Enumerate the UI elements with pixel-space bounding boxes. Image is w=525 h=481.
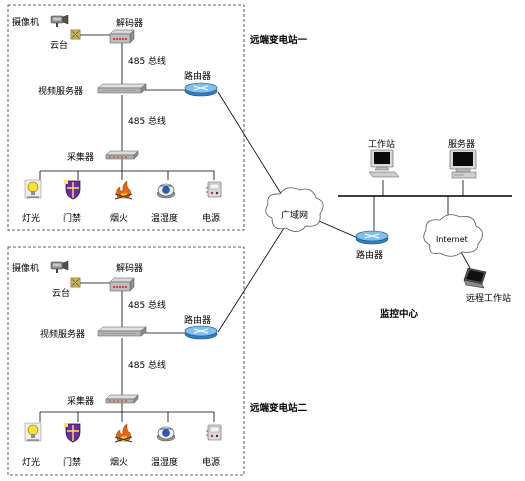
station-one-title: 远端变电站一 xyxy=(250,34,308,46)
bus-label-top: 485 总线 xyxy=(128,299,166,311)
collector-hub-icon xyxy=(105,394,139,404)
pan-tilt-icon xyxy=(70,277,81,288)
internet-cloud-icon xyxy=(423,214,483,257)
device-label-fire: 烟火 xyxy=(110,456,128,468)
remote-workstation-label: 远程工作站 xyxy=(466,292,511,304)
camera-icon xyxy=(50,14,69,28)
device-label-lamp: 灯光 xyxy=(22,212,40,224)
collector-hub-icon xyxy=(105,150,139,160)
fire-icon xyxy=(114,180,133,200)
pan-tilt-icon xyxy=(70,29,81,40)
pan-tilt-label: 云台 xyxy=(50,39,68,51)
router-icon xyxy=(184,82,218,97)
bus-label-mid: 485 总线 xyxy=(128,359,166,371)
hygrometer-icon xyxy=(156,426,176,442)
collector-label: 采集器 xyxy=(67,395,94,407)
router-label: 路由器 xyxy=(184,314,211,326)
access-shield-icon xyxy=(63,422,81,443)
monitoring-center-title: 监控中心 xyxy=(380,308,419,320)
workstation-label: 工作站 xyxy=(368,138,395,150)
device-label-temp-humidity: 温湿度 xyxy=(151,212,178,224)
device-label-access: 门禁 xyxy=(63,212,81,224)
lamp-icon xyxy=(24,179,42,199)
wan-label: 广域网 xyxy=(281,209,308,221)
bus-label-mid: 485 总线 xyxy=(128,115,166,127)
station-one-boundary xyxy=(7,4,245,231)
decoder-icon xyxy=(109,29,135,44)
camera-icon xyxy=(50,260,69,274)
laptop-icon xyxy=(463,267,487,289)
device-label-access: 门禁 xyxy=(63,456,81,468)
workstation-icon xyxy=(368,149,400,178)
video-server-icon xyxy=(97,83,147,94)
router-icon xyxy=(184,325,218,340)
device-label-temp-humidity: 温湿度 xyxy=(151,456,178,468)
camera-label: 摄像机 xyxy=(12,16,39,28)
pan-tilt-label: 云台 xyxy=(52,287,70,299)
device-label-lamp: 灯光 xyxy=(22,456,40,468)
decoder-label: 解码器 xyxy=(116,262,143,274)
bus-label-top: 485 总线 xyxy=(128,55,166,67)
internet-label: Internet xyxy=(436,235,468,244)
decoder-label: 解码器 xyxy=(116,17,143,29)
server-label: 服务器 xyxy=(448,138,475,150)
decoder-icon xyxy=(109,277,135,292)
access-shield-icon xyxy=(63,179,81,200)
power-supply-icon xyxy=(205,424,222,441)
device-label-fire: 烟火 xyxy=(110,212,128,224)
wan-cloud-icon xyxy=(265,187,324,232)
lamp-icon xyxy=(24,422,42,442)
server-icon xyxy=(449,149,477,179)
center-router-label: 路由器 xyxy=(356,249,383,261)
video-server-icon xyxy=(97,326,147,337)
camera-label: 摄像机 xyxy=(12,262,39,274)
router-label: 路由器 xyxy=(184,70,211,82)
video-server-label: 视频服务器 xyxy=(38,85,83,97)
router-icon xyxy=(355,230,389,245)
power-supply-icon xyxy=(205,181,222,198)
video-server-label: 视频服务器 xyxy=(40,328,85,340)
hygrometer-icon xyxy=(156,183,176,199)
fire-icon xyxy=(114,423,133,443)
collector-label: 采集器 xyxy=(67,151,94,163)
station-two-boundary xyxy=(7,246,245,476)
device-label-power: 电源 xyxy=(202,456,220,468)
station-two-title: 远端变电站二 xyxy=(250,402,308,414)
device-label-power: 电源 xyxy=(202,212,220,224)
